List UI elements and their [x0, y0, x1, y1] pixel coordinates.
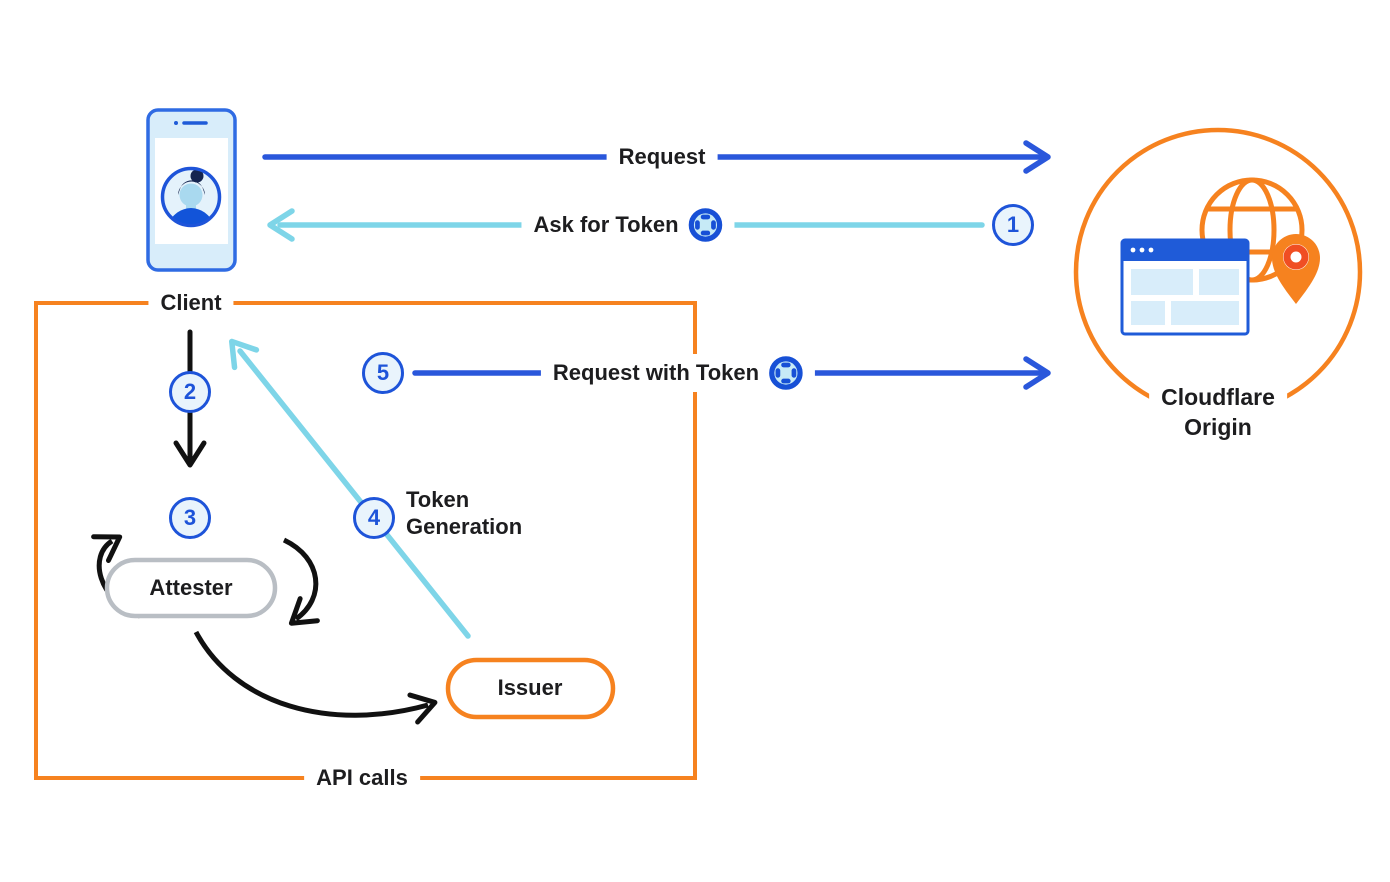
attester-pill — [104, 557, 278, 619]
issuer-label: Issuer — [497, 675, 563, 700]
attester-loop-arrows — [94, 525, 439, 722]
location-pin-icon — [1272, 234, 1320, 304]
request-with-token-label: Request with Token — [540, 354, 816, 392]
ask-for-token-label: Ask for Token — [521, 206, 735, 244]
browser-window-icon — [1120, 238, 1250, 336]
client-phone-icon — [146, 108, 237, 272]
client-label: Client — [148, 288, 234, 318]
api-calls-label: API calls — [304, 763, 420, 793]
issuer-pill — [445, 657, 616, 720]
cloudflare-origin-label: Cloudflare Origin — [1149, 380, 1287, 444]
token-icon — [688, 208, 723, 242]
step-badge-2: 2 — [169, 371, 211, 413]
attester-label: Attester — [149, 575, 233, 600]
step-badge-3: 3 — [169, 497, 211, 539]
token-generation-label: Token Generation — [406, 487, 523, 539]
request-label: Request — [606, 142, 718, 172]
globe-icon — [1199, 177, 1305, 283]
step-badge-5: 5 — [362, 352, 404, 394]
step-badge-1: 1 — [992, 204, 1034, 246]
token-icon — [769, 356, 803, 390]
step-badge-4: 4 — [353, 497, 395, 539]
token-generation-arrow — [221, 333, 471, 639]
